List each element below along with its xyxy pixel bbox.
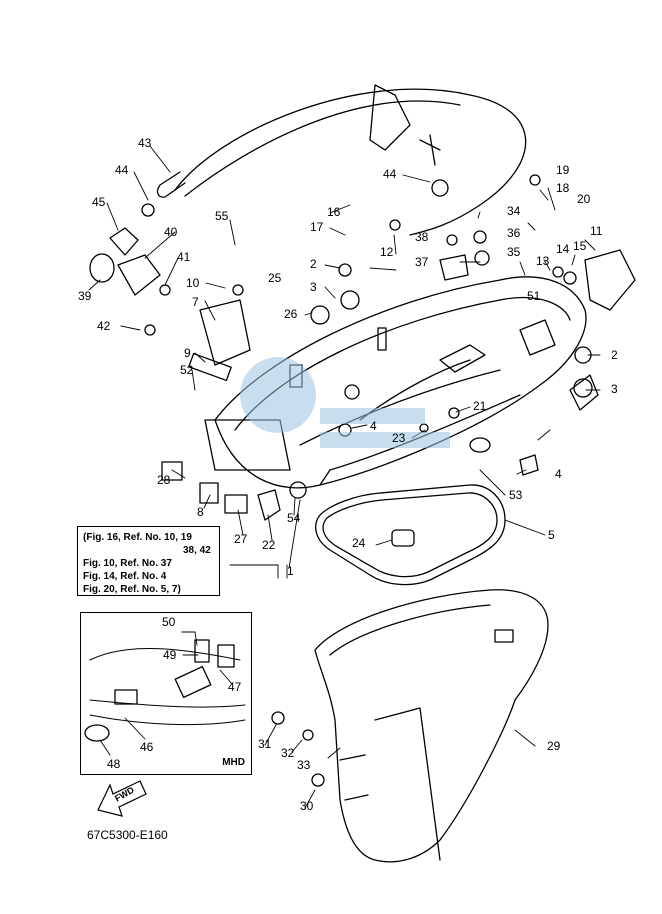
- bottom-cowling-outline: [214, 276, 587, 489]
- label-part-34: 34: [507, 204, 521, 218]
- label-part-19: 19: [556, 163, 570, 177]
- mhd-inset-frame: MHD: [80, 612, 252, 775]
- label-part-17: 17: [310, 220, 324, 234]
- label-part-27: 27: [234, 532, 248, 546]
- label-part-45: 45: [92, 195, 106, 209]
- label-part-51: 51: [527, 289, 541, 303]
- label-part-41: 41: [177, 250, 191, 264]
- label-part-3: 3: [310, 280, 317, 294]
- reference-line: (Fig. 16, Ref. No. 10, 19: [83, 532, 192, 543]
- label-part-15: 15: [573, 239, 587, 253]
- top-cowling-outline: [174, 88, 527, 236]
- label-part-23: 23: [392, 431, 406, 445]
- lower-case: [314, 589, 549, 863]
- drawing-code: 67C5300-E160: [87, 828, 168, 842]
- label-part-43: 43: [138, 136, 152, 150]
- label-part-39: 39: [78, 289, 92, 303]
- label-part-13: 13: [536, 254, 550, 268]
- label-part-52: 52: [180, 363, 194, 377]
- label-part-22: 22: [262, 538, 276, 552]
- label-part-26: 26: [284, 307, 298, 321]
- label-part-11: 11: [590, 224, 603, 238]
- label-part-5: 5: [548, 528, 555, 542]
- label-part-25: 25: [268, 271, 282, 285]
- label-part-31: 31: [258, 737, 272, 751]
- watermark: [240, 357, 450, 448]
- label-part-38: 38: [415, 230, 429, 244]
- label-part-37: 37: [415, 255, 429, 269]
- label-part-47: 47: [228, 680, 242, 694]
- top-cowling-bracket: [369, 84, 411, 151]
- label-part-28: 28: [157, 473, 171, 487]
- label-part-44: 44: [115, 163, 129, 177]
- label-part-18: 18: [556, 181, 570, 195]
- gear-45: [109, 227, 139, 256]
- reference-line: 38, 42: [183, 545, 211, 556]
- label-part-10: 10: [186, 276, 200, 290]
- label-part-14: 14: [556, 242, 570, 256]
- label-part-3: 3: [611, 382, 618, 396]
- label-part-50: 50: [162, 615, 176, 629]
- label-part-1: 1: [287, 564, 294, 578]
- cowling-hole: [469, 437, 491, 453]
- label-part-49: 49: [163, 648, 177, 662]
- bracket-11: [584, 249, 636, 311]
- label-part-46: 46: [140, 740, 154, 754]
- label-part-4: 4: [555, 467, 562, 481]
- label-part-7: 7: [192, 295, 199, 309]
- label-part-32: 32: [281, 746, 295, 760]
- label-part-40: 40: [164, 225, 178, 239]
- label-part-33: 33: [297, 758, 311, 772]
- reference-line: Fig. 10, Ref. No. 37: [83, 558, 172, 569]
- gasket: [315, 484, 506, 586]
- label-part-24: 24: [352, 536, 366, 550]
- reference-line: Fig. 14, Ref. No. 4: [83, 571, 167, 582]
- hose: [156, 171, 186, 198]
- label-part-36: 36: [507, 226, 521, 240]
- reference-note-box: (Fig. 16, Ref. No. 10, 19 38, 42 Fig. 10…: [77, 526, 220, 596]
- label-part-2: 2: [310, 257, 317, 271]
- label-part-35: 35: [507, 245, 521, 259]
- label-part-30: 30: [300, 799, 314, 813]
- top-cowling-inner: [184, 100, 461, 197]
- fwd-arrow: [97, 780, 147, 817]
- label-part-42: 42: [97, 319, 111, 333]
- label-part-55: 55: [215, 209, 229, 223]
- leader-lines: [88, 145, 601, 809]
- label-part-16: 16: [327, 205, 341, 219]
- label-part-20: 20: [577, 192, 591, 206]
- pad-24: [391, 529, 415, 547]
- label-part-21: 21: [473, 399, 487, 413]
- label-part-9: 9: [184, 346, 191, 360]
- reference-line: Fig. 20, Ref. No. 5, 7): [83, 584, 181, 595]
- inset-tag: MHD: [222, 757, 245, 768]
- label-part-2: 2: [611, 348, 618, 362]
- label-part-48: 48: [107, 757, 121, 771]
- label-part-53: 53: [509, 488, 523, 502]
- label-part-44: 44: [383, 167, 397, 181]
- label-part-54: 54: [287, 511, 301, 525]
- grommet-39: [89, 253, 115, 283]
- label-part-8: 8: [197, 505, 204, 519]
- label-part-29: 29: [547, 739, 561, 753]
- label-part-12: 12: [380, 245, 394, 259]
- label-part-4: 4: [370, 419, 377, 433]
